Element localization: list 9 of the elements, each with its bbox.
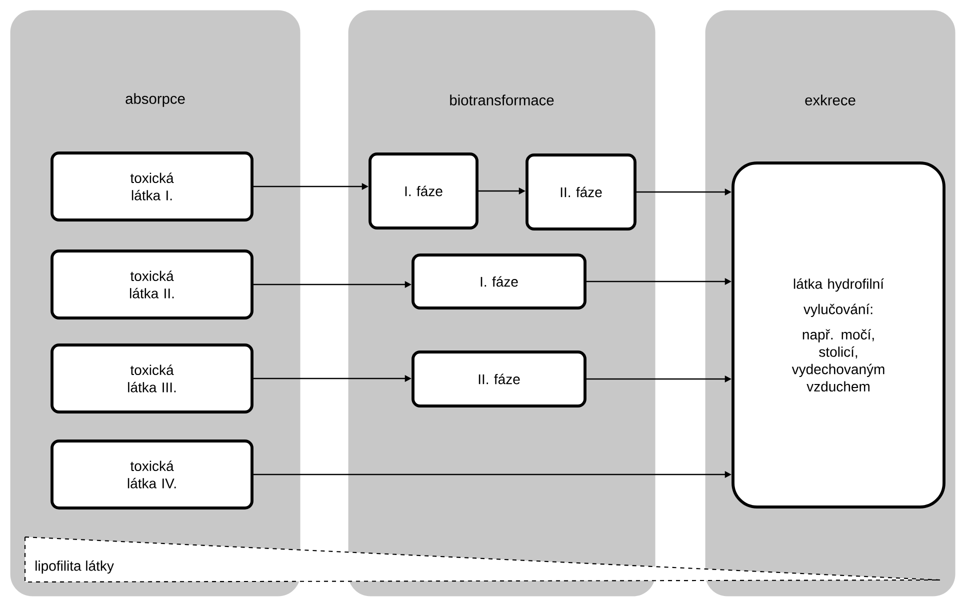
process-box: I. fáze bbox=[412, 254, 586, 310]
process-box: II. fáze bbox=[526, 154, 636, 230]
process-box: toxická látka I. bbox=[50, 152, 254, 222]
process-box: toxická látka III. bbox=[50, 344, 254, 414]
process-box: toxická látka II. bbox=[50, 250, 254, 320]
process-box: toxická látka IV. bbox=[50, 440, 254, 510]
process-box: I. fáze bbox=[368, 152, 478, 230]
process-box: II. fáze bbox=[412, 350, 586, 408]
result-box: látka hydrofilní vylučování: např. močí, stolicí, vydechovaným vzduchem bbox=[732, 162, 946, 508]
